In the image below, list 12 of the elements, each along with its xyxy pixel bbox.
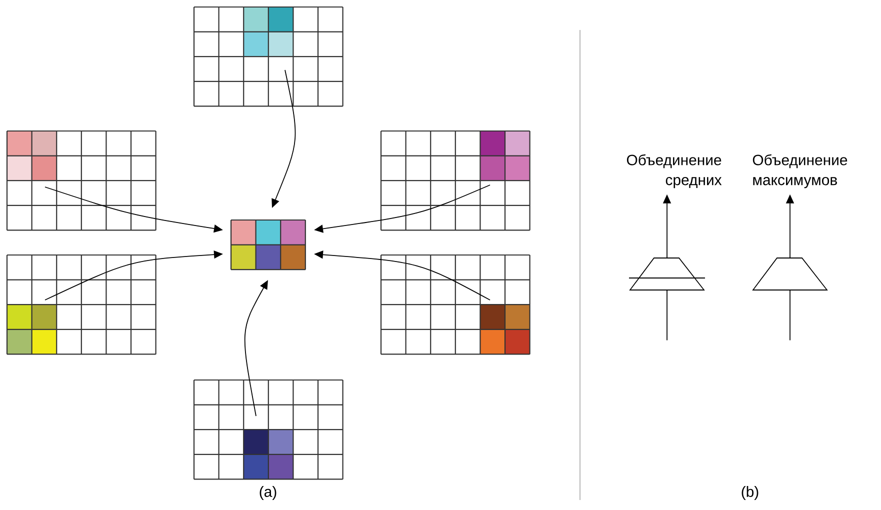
feature-map-grid xyxy=(6,130,156,231)
output-grid xyxy=(230,219,306,270)
pooling-symbol xyxy=(628,258,706,290)
input-line xyxy=(666,290,668,341)
feature-map-grid xyxy=(380,130,530,231)
node-label: Объединение максимумов xyxy=(752,154,848,188)
feature-map-grid xyxy=(193,6,344,107)
feature-map-grid xyxy=(193,379,344,480)
panel-label: (b) xyxy=(742,486,758,500)
feature-map-grid xyxy=(6,254,156,355)
node-label: Объединение средних xyxy=(626,154,722,188)
feature-map-grid xyxy=(380,254,530,355)
